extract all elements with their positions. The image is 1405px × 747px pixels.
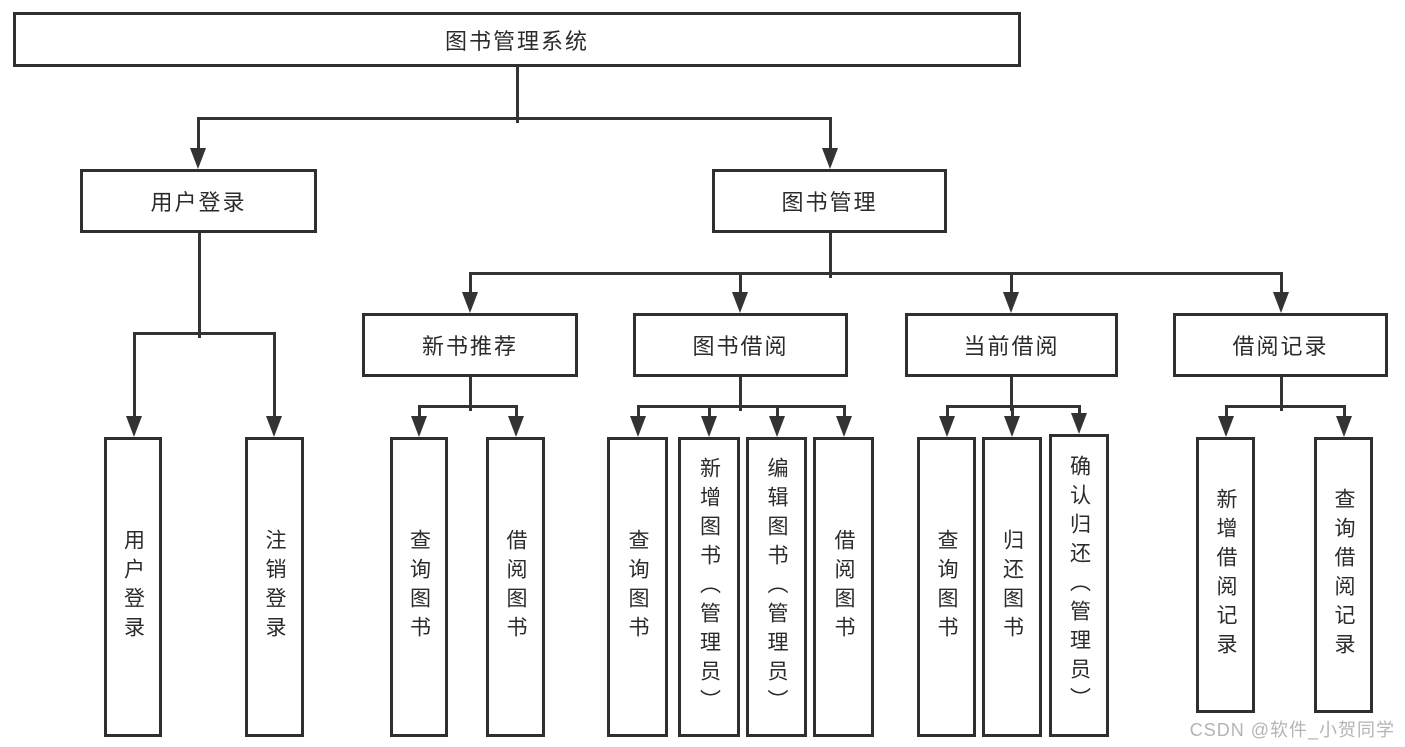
leaf-user-login-label: 用户登录 [121, 529, 145, 645]
node-borrow-records-label: 借阅记录 [1232, 334, 1329, 359]
connector-vline [636, 406, 640, 418]
arrowhead-down-icon [1218, 416, 1234, 437]
arrowhead-down-icon [630, 416, 646, 437]
connector-hline [417, 404, 518, 408]
leaf-add-book-admin-label: 新增图书（管理员） [697, 456, 721, 718]
connector-vline [417, 406, 421, 418]
connector-vline [1010, 406, 1014, 418]
leaf-confirm-return-admin: 确认归还（管理员） [1049, 434, 1109, 737]
arrowhead-down-icon [411, 416, 427, 437]
leaf-borrow-book-2: 借阅图书 [813, 437, 874, 737]
leaf-query-book-1-label: 查询图书 [407, 529, 431, 645]
arrowhead-down-icon [462, 292, 478, 313]
leaf-logout-label: 注销登录 [263, 529, 286, 645]
connector-vline [738, 273, 742, 294]
connector-vline [514, 406, 518, 418]
arrowhead-down-icon [701, 416, 717, 437]
leaf-query-book-3: 查询图书 [917, 437, 976, 737]
node-user-login: 用户登录 [80, 169, 317, 233]
node-book-management-label: 图书管理 [781, 190, 878, 215]
connector-vline [515, 66, 519, 123]
node-book-management: 图书管理 [712, 169, 947, 233]
node-current-borrow: 当前借阅 [905, 313, 1118, 377]
leaf-add-borrow-record-label: 新增借阅记录 [1214, 488, 1237, 662]
arrowhead-down-icon [126, 416, 142, 437]
connector-hline [1224, 404, 1346, 408]
leaf-query-borrow-record: 查询借阅记录 [1314, 437, 1373, 713]
arrowhead-down-icon [508, 416, 524, 437]
connector-vline [1279, 377, 1283, 411]
connector-vline [196, 118, 200, 150]
connector-vline [738, 377, 742, 411]
connector-vline [828, 233, 832, 278]
arrowhead-down-icon [1071, 413, 1087, 434]
leaf-edit-book-admin-label: 编辑图书（管理员） [765, 456, 788, 718]
connector-vline [1077, 406, 1081, 415]
leaf-query-book-3-label: 查询图书 [935, 529, 958, 645]
arrowhead-down-icon [1003, 292, 1019, 313]
node-new-book-recommend: 新书推荐 [362, 313, 578, 377]
arrowhead-down-icon [939, 416, 955, 437]
arrowhead-down-icon [836, 416, 852, 437]
leaf-borrow-book-1: 借阅图书 [486, 437, 545, 737]
connector-vline [1009, 273, 1013, 294]
connector-vline [132, 333, 136, 418]
watermark: CSDN @软件_小贺同学 [1189, 720, 1395, 740]
node-current-borrow-label: 当前借阅 [963, 334, 1060, 359]
leaf-return-book: 归还图书 [982, 437, 1042, 737]
leaf-query-borrow-record-label: 查询借阅记录 [1332, 488, 1355, 662]
node-root: 图书管理系统 [13, 12, 1021, 67]
connector-vline [468, 377, 472, 411]
node-borrow-records: 借阅记录 [1173, 313, 1388, 377]
leaf-query-book-2: 查询图书 [607, 437, 668, 737]
arrowhead-down-icon [1336, 416, 1352, 437]
leaf-confirm-return-admin-label: 确认归还（管理员） [1067, 455, 1091, 716]
connector-hline [636, 404, 846, 408]
leaf-query-book-2-label: 查询图书 [626, 529, 649, 645]
connector-hline [196, 116, 832, 120]
connector-vline [775, 406, 779, 418]
arrowhead-down-icon [769, 416, 785, 437]
connector-hline [132, 331, 276, 335]
leaf-logout: 注销登录 [245, 437, 304, 737]
node-book-borrow: 图书借阅 [633, 313, 848, 377]
leaf-borrow-book-1-label: 借阅图书 [504, 529, 527, 645]
connector-vline [197, 233, 201, 338]
leaf-query-book-1: 查询图书 [390, 437, 448, 737]
connector-vline [828, 118, 832, 150]
connector-vline [468, 273, 472, 294]
connector-vline [1342, 406, 1346, 418]
leaf-borrow-book-2-label: 借阅图书 [832, 529, 855, 645]
connector-vline [945, 406, 949, 418]
arrowhead-down-icon [266, 416, 282, 437]
connector-vline [1224, 406, 1228, 418]
arrowhead-down-icon [822, 148, 838, 169]
node-new-book-recommend-label: 新书推荐 [421, 334, 518, 359]
leaf-add-borrow-record: 新增借阅记录 [1196, 437, 1255, 713]
arrowhead-down-icon [190, 148, 206, 169]
arrowhead-down-icon [732, 292, 748, 313]
connector-vline [707, 406, 711, 418]
connector-vline [842, 406, 846, 418]
connector-vline [272, 333, 276, 418]
node-book-borrow-label: 图书借阅 [692, 334, 789, 359]
node-root-label: 图书管理系统 [444, 28, 589, 54]
connector-hline [468, 271, 1283, 275]
leaf-user-login: 用户登录 [104, 437, 162, 737]
leaf-return-book-label: 归还图书 [1000, 529, 1024, 645]
leaf-edit-book-admin: 编辑图书（管理员） [746, 437, 807, 737]
node-user-login-label: 用户登录 [150, 190, 247, 215]
arrowhead-down-icon [1004, 416, 1020, 437]
connector-vline [1009, 377, 1013, 411]
arrowhead-down-icon [1273, 292, 1289, 313]
connector-vline [1279, 273, 1283, 294]
leaf-add-book-admin: 新增图书（管理员） [678, 437, 740, 737]
